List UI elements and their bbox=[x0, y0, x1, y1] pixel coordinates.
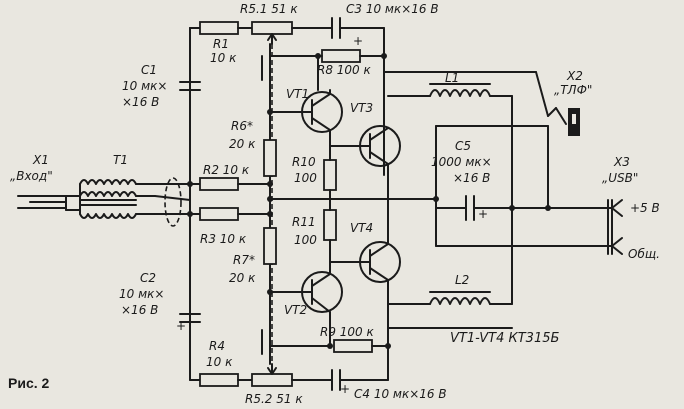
label-r7-name: R7* bbox=[233, 253, 255, 267]
label-c3: С3 10 мк×16 В bbox=[346, 2, 439, 16]
label-x1-type: „Вход" bbox=[10, 169, 53, 183]
label-r3: R3 10 к bbox=[200, 232, 247, 246]
label-r11-value: 100 bbox=[294, 233, 317, 247]
label-c5-name: С5 bbox=[455, 139, 471, 153]
label-c4-polarity: + bbox=[340, 382, 350, 396]
label-r5-1: R5.1 51 к bbox=[240, 2, 298, 16]
label-c2-value: 10 мк× bbox=[119, 287, 164, 301]
label-r9: R9 100 к bbox=[320, 325, 375, 339]
transistor-vt3 bbox=[329, 125, 401, 167]
label-c3-polarity: + bbox=[353, 34, 363, 48]
label-r10-name: R10 bbox=[292, 155, 316, 169]
label-r6-value: 20 к bbox=[229, 137, 256, 151]
label-r11-name: R11 bbox=[292, 215, 316, 229]
label-c4: С4 10 мк×16 В bbox=[354, 387, 447, 401]
label-vt4: VT4 bbox=[350, 221, 373, 235]
label-c5-voltage: ×16 В bbox=[453, 171, 490, 185]
phone-jack-x2 bbox=[535, 71, 580, 136]
label-common: Общ. bbox=[628, 247, 660, 261]
transistor-vt2 bbox=[289, 271, 343, 313]
label-x2-type: „ТЛФ" bbox=[554, 83, 592, 97]
label-plus5v: +5 В bbox=[630, 201, 660, 215]
label-r1-value: 10 к bbox=[210, 51, 237, 65]
label-x3-type: „USB" bbox=[602, 171, 638, 185]
usb-connector-x3 bbox=[607, 199, 623, 255]
label-c1-value: 10 мк× bbox=[122, 79, 167, 93]
label-r4-value: 10 к bbox=[206, 355, 233, 369]
resistor-r6 bbox=[263, 139, 277, 177]
transformer-t1 bbox=[65, 179, 156, 219]
inductor-l2 bbox=[429, 291, 491, 305]
label-vt1: VT1 bbox=[286, 87, 309, 101]
label-l1: L1 bbox=[445, 71, 459, 85]
label-r8: R8 100 к bbox=[317, 63, 372, 77]
label-c2-voltage: ×16 В bbox=[121, 303, 158, 317]
transistor-vt4 bbox=[329, 241, 401, 283]
inductor-l1 bbox=[429, 83, 491, 97]
input-connector-x1 bbox=[17, 195, 67, 211]
label-l2: L2 bbox=[455, 273, 469, 287]
label-vt3: VT3 bbox=[350, 101, 373, 115]
label-c2-polarity: + bbox=[176, 319, 186, 333]
label-transistor-type: VT1-VT4 КТ315Б bbox=[450, 331, 559, 346]
label-x3-name: X3 bbox=[613, 155, 630, 169]
label-c1-name: С1 bbox=[141, 63, 157, 77]
label-t1: T1 bbox=[113, 153, 128, 167]
label-c1-voltage: ×16 В bbox=[122, 95, 159, 109]
label-c5-value: 1000 мк× bbox=[431, 155, 492, 169]
transistor-vt1 bbox=[289, 89, 343, 133]
figure-caption: Рис. 2 bbox=[8, 375, 50, 391]
resistor-r7 bbox=[263, 227, 277, 265]
label-r5-2: R5.2 51 к bbox=[245, 392, 303, 406]
label-x2-name: X2 bbox=[566, 69, 583, 83]
label-r2: R2 10 к bbox=[203, 163, 250, 177]
label-r6-name: R6* bbox=[231, 119, 253, 133]
label-r4-name: R4 bbox=[209, 339, 225, 353]
cable-shield bbox=[164, 177, 182, 227]
label-vt2: VT2 bbox=[284, 303, 307, 317]
label-c2-name: С2 bbox=[140, 271, 156, 285]
label-r10-value: 100 bbox=[294, 171, 317, 185]
label-r7-value: 20 к bbox=[229, 271, 256, 285]
label-x1-name: X1 bbox=[32, 153, 49, 167]
label-r1-name: R1 bbox=[213, 37, 229, 51]
label-c5-polarity: + bbox=[478, 207, 488, 221]
